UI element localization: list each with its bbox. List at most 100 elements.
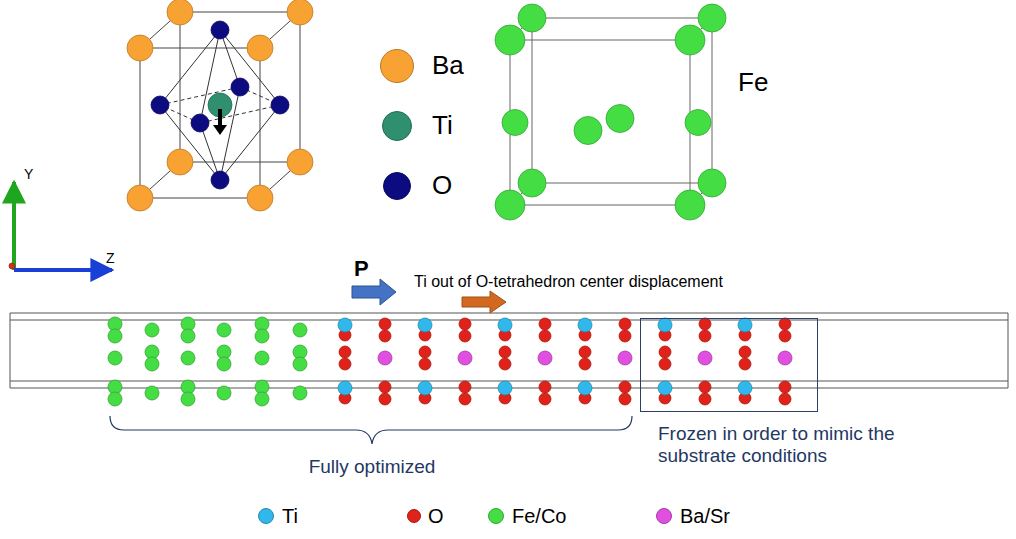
ti-atom	[658, 381, 672, 395]
o-atom	[739, 346, 751, 358]
fe-atom	[255, 351, 269, 365]
legend-label: Ba	[432, 51, 464, 81]
legend-label: Ti	[432, 111, 453, 141]
cell-edge	[140, 48, 260, 198]
legend-swatch	[407, 509, 421, 523]
fe-atom	[181, 329, 195, 343]
o-atom	[211, 171, 229, 189]
legend-swatch	[382, 111, 412, 141]
o-atom	[539, 318, 551, 330]
o-atom	[459, 381, 471, 393]
o-atom	[579, 358, 591, 370]
ba-atom	[378, 351, 392, 365]
fe-atom	[495, 25, 525, 55]
o-atom	[619, 393, 631, 405]
displacement-arrow	[462, 291, 506, 313]
fe-atom	[606, 105, 634, 133]
ti-atom	[498, 318, 512, 332]
ba-atom	[167, 0, 193, 25]
o-atom	[699, 330, 711, 342]
o-atom	[499, 358, 511, 370]
axis-label: Y	[24, 166, 33, 182]
o-atom	[779, 330, 791, 342]
brace	[110, 416, 632, 444]
legend-label: O	[428, 505, 444, 528]
fe-atom	[675, 25, 705, 55]
ba-atom	[778, 351, 792, 365]
ti-atom	[338, 381, 352, 395]
legend-label: Ti	[282, 505, 298, 528]
fe-atom	[574, 117, 602, 145]
o-atom	[459, 393, 471, 405]
o-atom	[539, 330, 551, 342]
ba-atom	[127, 35, 153, 61]
cell-label: Fe	[738, 68, 768, 98]
fe-atom	[108, 392, 122, 406]
fe-atom	[293, 323, 307, 337]
fe-atom	[293, 357, 307, 371]
o-atom	[699, 381, 711, 393]
fe-atom	[108, 351, 122, 365]
fe-atom	[685, 110, 711, 136]
fe-atom	[698, 4, 726, 32]
o-atom	[459, 330, 471, 342]
ti-atom	[738, 318, 752, 332]
cell-boundary	[10, 313, 11, 388]
cell-edge	[510, 40, 690, 205]
octahedron-edge	[160, 30, 220, 105]
frozen-region-box: Frozen in order to mimic the substrate c…	[640, 318, 818, 412]
cell-edge	[532, 18, 712, 183]
slab	[10, 279, 1008, 444]
ba-atom	[247, 185, 273, 211]
fe-atom	[675, 190, 705, 220]
ti-atom	[578, 381, 592, 395]
o-atom	[499, 346, 511, 358]
polarization-label: P	[354, 256, 369, 281]
ti-atom	[738, 381, 752, 395]
fe-atom	[293, 386, 307, 400]
cell-boundary	[1008, 313, 1009, 388]
o-atom	[619, 318, 631, 330]
fe-atom	[217, 323, 231, 337]
fe-atom	[518, 169, 546, 197]
legend-label: O	[432, 171, 452, 201]
axes	[9, 182, 112, 270]
octahedron-edge	[220, 30, 280, 105]
o-atom	[659, 346, 671, 358]
legend-swatch	[488, 508, 504, 524]
legend-label: Ba/Sr	[680, 505, 730, 528]
legend-swatch	[380, 49, 414, 83]
region-note: Frozen in order to mimic the substrate c…	[658, 423, 898, 467]
ba-atom	[127, 185, 153, 211]
ti-atom	[498, 381, 512, 395]
cell-boundary	[10, 381, 1008, 382]
fe-atom	[217, 357, 231, 371]
o-atom	[419, 346, 431, 358]
o-atom	[699, 393, 711, 405]
fe-atom	[145, 323, 159, 337]
o-atom	[619, 381, 631, 393]
o-atom	[339, 358, 351, 370]
ti-atom	[338, 318, 352, 332]
ba-atom	[167, 149, 193, 175]
fe-atom	[108, 329, 122, 343]
fe-atom	[255, 329, 269, 343]
region-label: Fully optimized	[309, 456, 436, 478]
ti-atom	[578, 318, 592, 332]
legend-swatch	[258, 508, 274, 524]
ti-atom	[658, 318, 672, 332]
fe-atom	[145, 386, 159, 400]
fe-atom	[518, 4, 546, 32]
fe-cell	[495, 4, 726, 220]
fe-atom	[502, 110, 528, 136]
o-atom	[699, 318, 711, 330]
fe-atom	[145, 357, 159, 371]
o-atom	[211, 21, 229, 39]
fe-atom	[698, 169, 726, 197]
o-atom	[231, 78, 249, 96]
fe-atom	[181, 351, 195, 365]
ba-atom	[618, 351, 632, 365]
o-atom	[379, 330, 391, 342]
ba-atom	[287, 149, 313, 175]
